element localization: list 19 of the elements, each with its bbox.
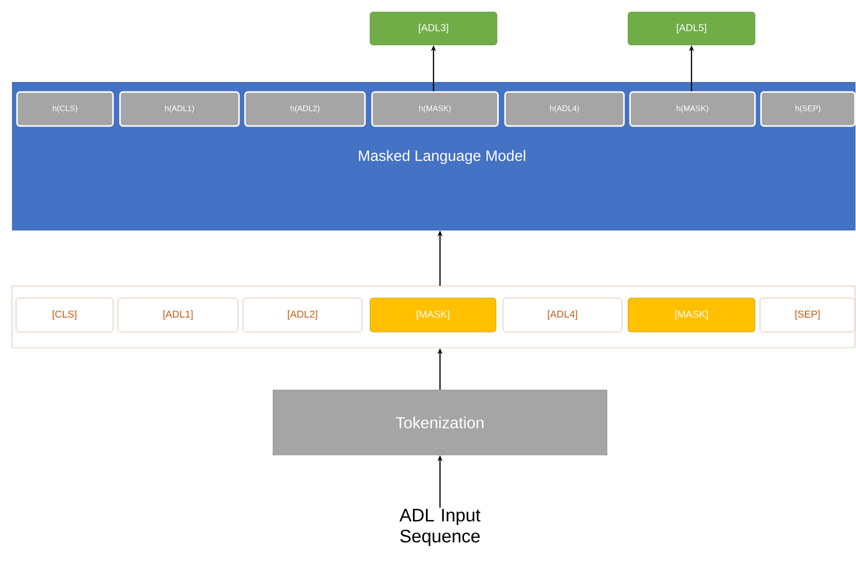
- token-box: [ADL4]: [502, 298, 622, 332]
- hidden-state-box: h(SEP): [760, 91, 856, 127]
- output-token-box: [ADL5]: [628, 12, 756, 46]
- hidden-state-box: h(CLS): [16, 91, 114, 127]
- mask-token-box: [MASK]: [370, 298, 496, 332]
- model-label: Masked Language Model: [359, 150, 526, 164]
- token-box: [SEP]: [760, 298, 856, 332]
- tokenization-box: Tokenization: [272, 390, 608, 456]
- input-label: ADL Input Sequence: [400, 508, 480, 546]
- token-box: [ADL2]: [242, 298, 362, 332]
- hidden-state-box: h(MASK): [629, 91, 756, 127]
- token-box: [CLS]: [16, 298, 114, 332]
- token-box: [ADL1]: [118, 298, 238, 332]
- mask-token-box: [MASK]: [628, 298, 756, 332]
- output-token-box: [ADL3]: [370, 12, 498, 46]
- hidden-state-box: h(ADL4): [504, 91, 625, 127]
- hidden-state-box: h(ADL2): [244, 91, 366, 127]
- hidden-state-box: h(ADL1): [119, 91, 240, 127]
- hidden-state-box: h(MASK): [371, 91, 499, 127]
